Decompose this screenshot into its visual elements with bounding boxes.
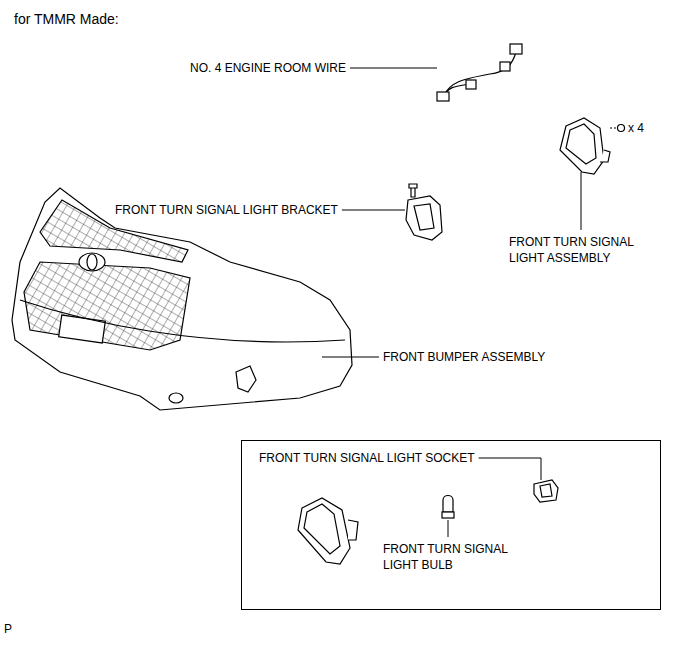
- inset-lamp: [298, 498, 358, 564]
- wire-harness: [437, 44, 522, 101]
- part-label: FRONT TURN SIGNAL LIGHT BRACKET: [115, 202, 338, 218]
- part-label: x 4: [628, 120, 644, 136]
- heading: for TMMR Made:: [14, 10, 119, 28]
- leader-line: [342, 210, 405, 211]
- part-label: FRONT TURN SIGNAL LIGHT BULB: [383, 541, 533, 573]
- socket: [534, 480, 558, 502]
- leader-line: [350, 68, 437, 69]
- screw: [610, 125, 625, 132]
- leader-line: [322, 357, 379, 358]
- bracket: [406, 184, 442, 240]
- part-label: P: [4, 621, 12, 637]
- part-label: FRONT BUMPER ASSEMBLY: [383, 349, 545, 365]
- turn-signal-assembly: [560, 118, 610, 174]
- bulb: [442, 496, 454, 519]
- leader-line: [479, 458, 541, 480]
- front-bumper: [12, 188, 352, 410]
- part-label: FRONT TURN SIGNAL LIGHT SOCKET: [259, 450, 475, 466]
- leader-line: [448, 520, 449, 537]
- leader-line: [581, 172, 582, 230]
- part-label: NO. 4 ENGINE ROOM WIRE: [190, 60, 346, 76]
- inset-box: FRONT TURN SIGNAL LIGHT SOCKET FRONT TURN…: [241, 440, 661, 610]
- part-label: FRONT TURN SIGNAL LIGHT ASSEMBLY: [509, 234, 659, 266]
